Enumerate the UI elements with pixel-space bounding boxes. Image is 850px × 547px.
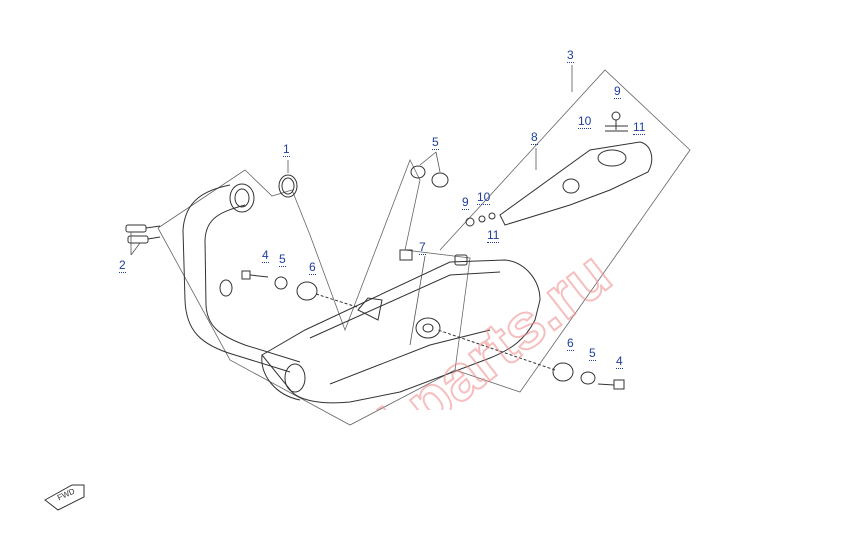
leader-lines <box>130 65 573 346</box>
fwd-arrow-icon <box>44 484 85 511</box>
callout-2[interactable]: 2 <box>119 258 126 273</box>
bolt-lower <box>465 212 496 227</box>
callout-5-upper[interactable]: 5 <box>432 135 439 150</box>
heat-shield <box>499 141 653 226</box>
callout-5-right[interactable]: 5 <box>589 346 596 361</box>
header-pipe <box>182 183 306 393</box>
heatshield-outline <box>439 69 691 393</box>
callout-4-right[interactable]: 4 <box>616 354 623 369</box>
callout-11-lower[interactable]: 11 <box>487 228 500 243</box>
callout-8[interactable]: 8 <box>531 130 538 145</box>
callout-1[interactable]: 1 <box>283 142 290 157</box>
assembly-outline <box>157 159 471 426</box>
callout-6-right[interactable]: 6 <box>567 336 574 351</box>
callout-11-upper[interactable]: 11 <box>633 120 646 135</box>
muffler <box>261 254 541 404</box>
callout-9-lower[interactable]: 9 <box>462 195 469 210</box>
right-mount-hardware <box>437 329 625 390</box>
callout-9-upper[interactable]: 9 <box>614 84 621 99</box>
callout-3[interactable]: 3 <box>567 48 574 63</box>
upper-grommets <box>410 165 449 188</box>
callout-4-left[interactable]: 4 <box>262 248 269 263</box>
clip <box>399 249 413 261</box>
bolt-upper <box>605 111 628 132</box>
callout-10-upper[interactable]: 10 <box>578 114 592 129</box>
callout-7[interactable]: 7 <box>419 240 426 255</box>
studs <box>125 224 161 244</box>
left-mount-hardware <box>241 270 361 309</box>
gasket <box>278 174 298 198</box>
callout-5-left[interactable]: 5 <box>279 252 286 267</box>
callout-6-left[interactable]: 6 <box>309 260 316 275</box>
callout-10-lower[interactable]: 10 <box>477 190 491 205</box>
